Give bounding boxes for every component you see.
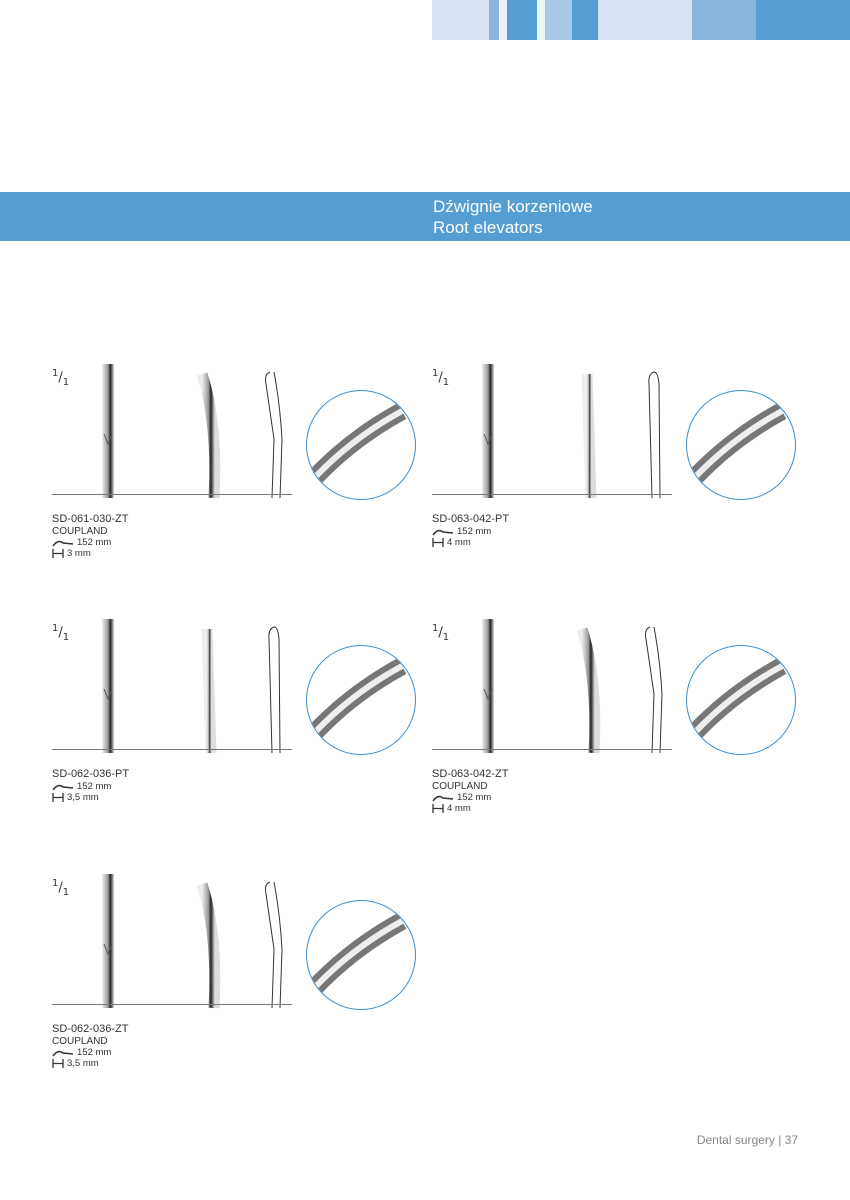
product-brand: COUPLAND [52,1036,108,1047]
baseline-rule [52,1004,292,1005]
length-icon [52,540,74,546]
instrument-views-image [102,874,283,1009]
scale-label: 1/1 [432,368,450,388]
length-icon [432,529,454,535]
baseline-rule [52,749,292,750]
product-info: SD-062-036-PT 152 mm 3,5 mm [52,768,129,803]
page-footer: Dental surgery | 37 [696,1133,798,1147]
product-item: 1/1 SD-063-042-PT 152 mm 4 mm [420,360,800,580]
product-brand: COUPLAND [432,781,488,792]
width-icon [52,1059,64,1068]
product-width: 3,5 mm [67,1058,99,1069]
title-polish: Dźwignie korzeniowe [433,197,593,216]
scale-label: 1/1 [52,878,70,898]
product-width: 3,5 mm [67,792,99,803]
product-length: 152 mm [457,792,492,803]
product-width: 4 mm [447,803,471,814]
product-width: 4 mm [447,537,471,548]
baseline-rule [52,494,292,495]
product-code: SD-063-042-PT [432,513,510,525]
scale-label: 1/1 [432,623,450,643]
product-info: SD-063-042-PT 152 mm 4 mm [432,513,509,548]
width-icon [52,793,64,802]
product-item: 1/1 SD-061-030-ZT COUPLAND 152 mm 3 mm [40,360,420,580]
product-info: SD-063-042-ZT COUPLAND 152 mm 4 mm [432,768,508,814]
tip-detail-image [686,390,796,500]
width-icon [432,538,444,547]
product-item: 1/1 SD-062-036-PT 152 mm 3,5 mm [40,615,420,835]
product-code: SD-062-036-ZT [52,1023,129,1035]
product-code: SD-061-030-ZT [52,513,129,525]
tip-detail-image [306,390,416,500]
product-code: SD-063-042-ZT [432,768,509,780]
instrument-views-image [102,619,281,754]
instrument-views-image [482,619,663,754]
length-icon [52,1050,74,1056]
baseline-rule [432,494,672,495]
instrument-views-image [102,364,283,499]
product-item: 1/1 SD-062-036-ZT COUPLAND 152 mm 3,5 mm [40,870,420,1090]
tip-detail-image [686,645,796,755]
product-length: 152 mm [77,781,112,792]
instrument-views-image [482,364,661,499]
scale-label: 1/1 [52,623,70,643]
product-code: SD-062-036-PT [52,768,130,780]
title-english: Root elevators [433,218,543,237]
length-icon [52,784,74,790]
product-length: 152 mm [77,537,112,548]
width-icon [52,549,64,558]
tip-detail-image [306,900,416,1010]
baseline-rule [432,749,672,750]
tip-detail-image [306,645,416,755]
product-item: 1/1 SD-063-042-ZT COUPLAND 152 mm 4 mm [420,615,800,835]
product-info: SD-062-036-ZT COUPLAND 152 mm 3,5 mm [52,1023,128,1069]
product-info: SD-061-030-ZT COUPLAND 152 mm 3 mm [52,513,128,559]
product-length: 152 mm [457,526,492,537]
product-width: 3 mm [67,548,91,559]
width-icon [432,804,444,813]
section-banner: Dźwignie korzeniowe Root elevators [0,192,850,241]
length-icon [432,795,454,801]
scale-label: 1/1 [52,368,70,388]
product-brand: COUPLAND [52,526,108,537]
product-length: 152 mm [77,1047,112,1058]
